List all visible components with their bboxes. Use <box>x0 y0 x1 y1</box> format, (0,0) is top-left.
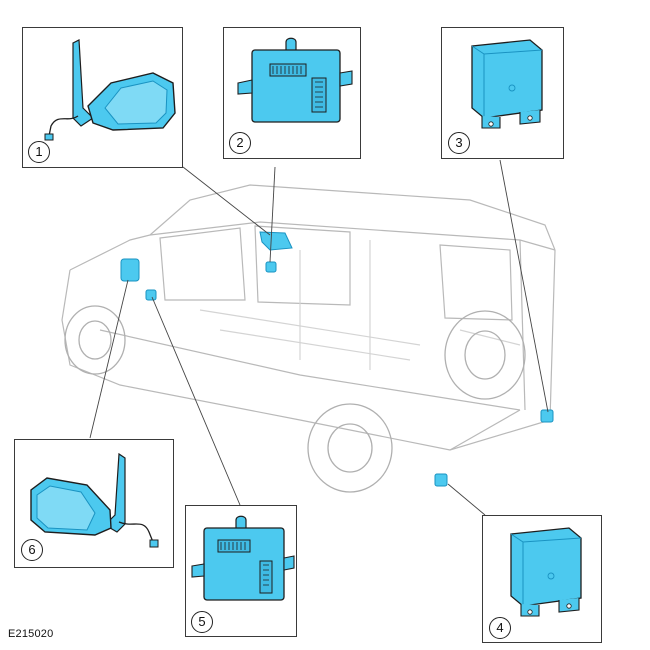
module-box-icon <box>471 39 543 129</box>
callout-number-5: 5 <box>191 611 213 633</box>
leader-line-2 <box>269 166 276 263</box>
callout-number-3: 3 <box>448 132 470 154</box>
leader-line-5 <box>151 296 241 506</box>
leader-line-4 <box>447 483 486 516</box>
callout-number-2: 2 <box>229 132 251 154</box>
rear-right-module-location <box>540 409 554 423</box>
right-module-location <box>265 261 277 273</box>
left-module-location <box>145 289 157 301</box>
callout-number-6: 6 <box>21 539 43 561</box>
rear-left-module-location <box>434 473 448 487</box>
leader-line-1 <box>182 166 271 236</box>
side-mirror-icon <box>44 39 176 141</box>
leader-line-6 <box>89 279 129 439</box>
callout-panel-2: 2 <box>223 27 361 159</box>
callout-number-1: 1 <box>28 141 50 163</box>
leader-line-3 <box>499 159 549 413</box>
callout-number-4: 4 <box>489 617 511 639</box>
module-box-icon <box>510 527 582 617</box>
leader-lines <box>89 159 549 516</box>
side-mirror-icon <box>30 452 159 548</box>
control-module-icon <box>191 515 295 601</box>
callout-panel-6: 6 <box>14 439 174 568</box>
left-mirror-location <box>120 258 140 282</box>
right-mirror-location <box>259 231 293 251</box>
callout-panel-4: 4 <box>482 515 602 643</box>
control-module-icon <box>237 37 353 123</box>
callout-panel-3: 3 <box>441 27 564 159</box>
callout-panel-5: 5 <box>185 505 297 637</box>
figure-reference-code: E215020 <box>8 628 54 640</box>
vehicle-wheels <box>64 305 526 493</box>
callout-panel-1: 1 <box>22 27 183 168</box>
vehicle-highlighted-parts <box>120 231 554 487</box>
van-body-outline <box>61 184 556 451</box>
